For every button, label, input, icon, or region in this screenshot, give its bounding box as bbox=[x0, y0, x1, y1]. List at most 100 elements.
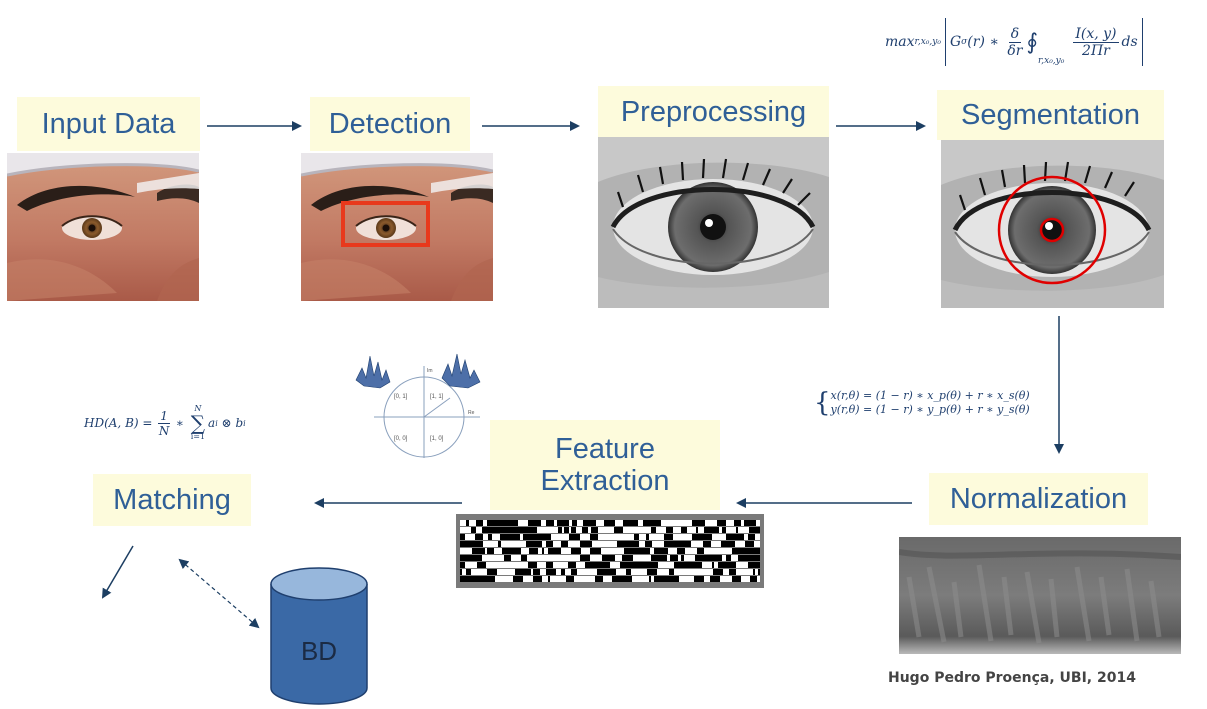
iris-code-cell bbox=[624, 534, 634, 540]
iris-code-cell bbox=[477, 562, 480, 568]
iris-code-cell bbox=[480, 562, 486, 568]
iris-code-cell bbox=[600, 569, 608, 575]
label-feature-extraction: Feature Extraction bbox=[490, 420, 720, 510]
feature-line-2: Extraction bbox=[540, 465, 670, 497]
iris-code-cell bbox=[542, 576, 544, 582]
iris-code-cell bbox=[612, 541, 617, 547]
iris-code-cell bbox=[602, 555, 606, 561]
iris-code-cell bbox=[722, 555, 726, 561]
iris-code-cell bbox=[497, 527, 501, 533]
database-cylinder: BD bbox=[270, 567, 368, 705]
iris-code-cell bbox=[748, 562, 752, 568]
iris-code-cell bbox=[624, 548, 628, 554]
iris-code-cell bbox=[568, 541, 574, 547]
iris-code-cell bbox=[681, 555, 684, 561]
iris-code-cell bbox=[474, 548, 479, 554]
iris-boundary-circle bbox=[997, 175, 1107, 285]
iris-code-cell bbox=[561, 569, 565, 575]
iris-code-cell bbox=[741, 576, 750, 582]
iris-code-cell bbox=[661, 541, 664, 547]
iris-code-cell bbox=[665, 576, 675, 582]
iris-code-cell bbox=[642, 569, 647, 575]
iris-code-cell bbox=[583, 520, 589, 526]
iris-code-cell bbox=[624, 555, 633, 561]
iris-code-cell bbox=[684, 520, 692, 526]
iris-code-cell bbox=[488, 541, 498, 547]
iris-code-cell bbox=[721, 541, 731, 547]
axis-label-im: Im bbox=[427, 368, 433, 374]
iris-code-cell bbox=[633, 520, 638, 526]
iris-code-cell bbox=[674, 569, 678, 575]
iris-code-cell bbox=[601, 562, 610, 568]
iris-code-cell bbox=[488, 534, 492, 540]
iris-code-cell bbox=[598, 527, 608, 533]
iris-code-cell bbox=[704, 576, 710, 582]
iris-code-cell bbox=[638, 520, 643, 526]
iris-code-cell bbox=[460, 548, 467, 554]
iris-code-cell bbox=[673, 527, 681, 533]
iris-code-cell bbox=[685, 576, 694, 582]
detection-box bbox=[341, 201, 430, 247]
iris-code-cell bbox=[564, 527, 566, 533]
iris-code-cell bbox=[710, 534, 712, 540]
iris-code-cell bbox=[742, 548, 748, 554]
iris-code-cell bbox=[687, 562, 696, 568]
iris-code-cell bbox=[551, 534, 555, 540]
iris-code-cell bbox=[483, 541, 488, 547]
iris-code-cell bbox=[621, 534, 624, 540]
iris-code-cell bbox=[649, 520, 653, 526]
iris-code-cell bbox=[468, 541, 474, 547]
iris-code-cell bbox=[577, 569, 584, 575]
feature-line-1: Feature bbox=[555, 432, 655, 465]
iris-code-cell bbox=[550, 562, 553, 568]
iris-code-cell bbox=[495, 562, 504, 568]
iris-code-cell bbox=[559, 548, 561, 554]
iris-code-cell bbox=[545, 555, 550, 561]
iris-code-cell bbox=[571, 548, 581, 554]
iris-code-cell bbox=[607, 548, 614, 554]
iris-code-cell bbox=[537, 555, 545, 561]
iris-code-cell bbox=[561, 548, 563, 554]
iris-code-cell bbox=[540, 569, 546, 575]
hd-sum: ∑ bbox=[190, 411, 205, 435]
iris-code-cell bbox=[616, 569, 626, 575]
normalization-y: y(r,θ) = (1 − r) ∗ y_p(θ) + r ∗ y_s(θ) bbox=[830, 403, 1030, 416]
iris-code-cell bbox=[528, 520, 531, 526]
normalized-strip bbox=[899, 537, 1181, 654]
iris-code-cell bbox=[723, 569, 729, 575]
iris-code-cell bbox=[488, 555, 490, 561]
iris-code-cell bbox=[713, 569, 723, 575]
iris-code-cell bbox=[618, 562, 620, 568]
iris-code-cell bbox=[460, 527, 467, 533]
iris-code-cell bbox=[614, 527, 623, 533]
iris-code-cell bbox=[590, 555, 592, 561]
iris-code-cell bbox=[510, 562, 517, 568]
iris-code-cell bbox=[689, 555, 695, 561]
contour-integral: ∮ bbox=[1026, 29, 1038, 55]
iris-code-cell bbox=[597, 569, 600, 575]
iris-code-cell bbox=[653, 569, 657, 575]
iris-code-cell bbox=[553, 562, 560, 568]
iris-code-cell bbox=[475, 534, 477, 540]
iris-code-cell bbox=[732, 548, 742, 554]
arrow-matching-database bbox=[178, 558, 260, 629]
iris-code-cell bbox=[633, 569, 642, 575]
quadrant-label-01: [0, 1] bbox=[394, 394, 408, 400]
iris-code-cell bbox=[564, 534, 569, 540]
database-label: BD bbox=[301, 636, 337, 666]
iris-code-cell bbox=[639, 576, 649, 582]
iris-code-cell bbox=[560, 562, 568, 568]
iris-code-cell bbox=[670, 555, 678, 561]
axis-label-re: Re bbox=[468, 410, 475, 416]
iris-code-cell bbox=[705, 520, 713, 526]
iris-code-cell bbox=[509, 576, 513, 582]
iris-code-image bbox=[456, 514, 764, 588]
formula-g: G bbox=[949, 34, 962, 50]
iris-code-cell bbox=[569, 527, 571, 533]
iris-code-cell bbox=[649, 576, 651, 582]
iris-code-cell bbox=[646, 534, 649, 540]
iris-code-cell bbox=[718, 562, 724, 568]
iris-code-cell bbox=[671, 534, 673, 540]
iris-code-cell bbox=[477, 534, 483, 540]
